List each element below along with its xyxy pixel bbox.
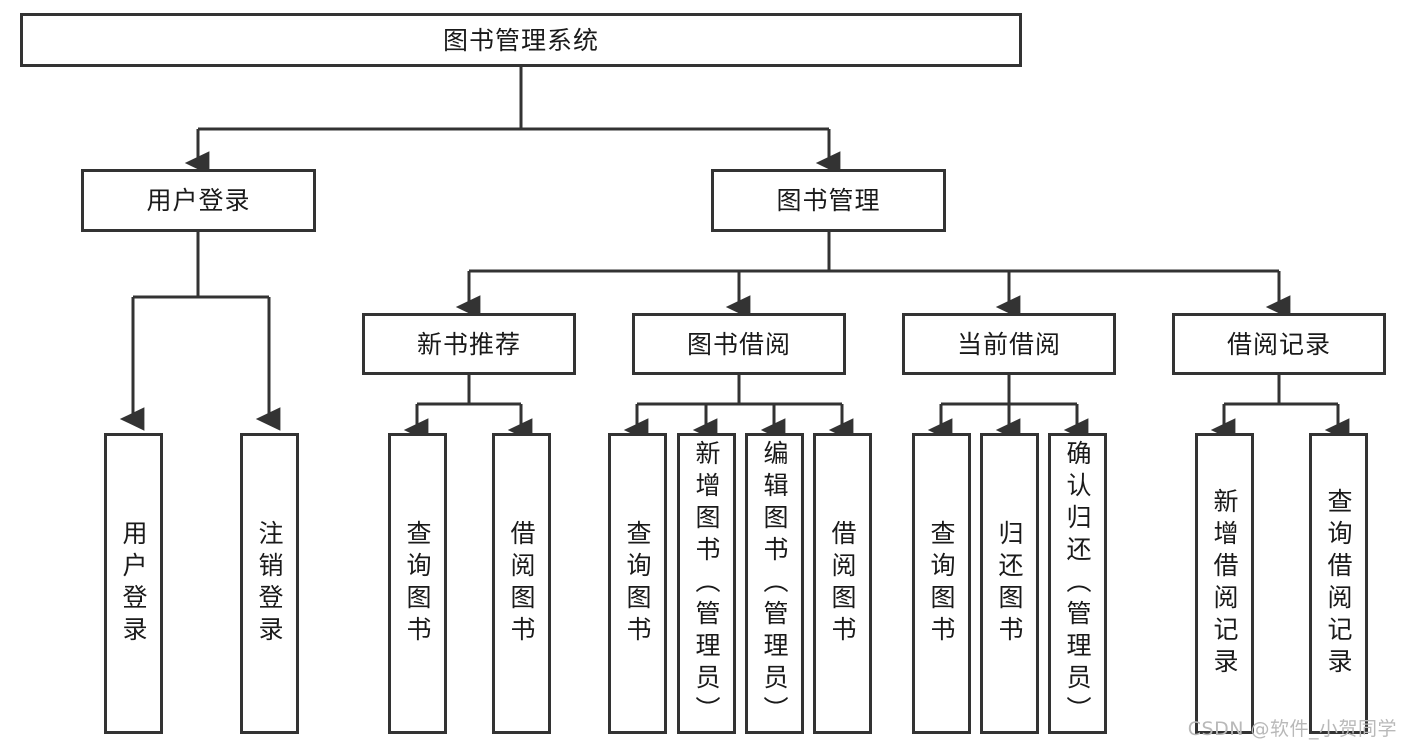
node-user-login[interactable]: 用户登录 bbox=[81, 169, 316, 232]
node-leaf-confirm-return-label: 确认归还（管理员） bbox=[1063, 439, 1092, 728]
node-book-borrow[interactable]: 图书借阅 bbox=[632, 313, 846, 375]
node-leaf-edit-book-label: 编辑图书（管理员） bbox=[760, 439, 789, 728]
node-leaf-confirm-return[interactable]: 确认归还（管理员） bbox=[1048, 433, 1107, 734]
node-book-borrow-label: 图书借阅 bbox=[686, 329, 791, 359]
node-root[interactable]: 图书管理系统 bbox=[20, 13, 1022, 67]
node-leaf-user-login[interactable]: 用户登录 bbox=[104, 433, 163, 734]
node-leaf-query-record-label: 查询借阅记录 bbox=[1324, 487, 1353, 680]
node-leaf-return-book-label: 归还图书 bbox=[995, 519, 1024, 648]
node-leaf-borrow-book-2[interactable]: 借阅图书 bbox=[813, 433, 872, 734]
node-leaf-user-logout-label: 注销登录 bbox=[255, 519, 284, 648]
node-book-manage[interactable]: 图书管理 bbox=[711, 169, 946, 232]
node-current-borrow-label: 当前借阅 bbox=[956, 329, 1061, 359]
node-leaf-query-book-1[interactable]: 查询图书 bbox=[388, 433, 447, 734]
node-new-book-rec[interactable]: 新书推荐 bbox=[362, 313, 576, 375]
node-borrow-record-label: 借阅记录 bbox=[1226, 329, 1331, 359]
node-leaf-user-login-label: 用户登录 bbox=[119, 519, 148, 648]
node-leaf-query-book-2[interactable]: 查询图书 bbox=[608, 433, 667, 734]
node-book-manage-label: 图书管理 bbox=[776, 186, 881, 215]
node-leaf-add-book-label: 新增图书（管理员） bbox=[692, 439, 721, 728]
node-borrow-record[interactable]: 借阅记录 bbox=[1172, 313, 1386, 375]
csdn-watermark: CSDN @软件_小贺同学 bbox=[1187, 718, 1397, 740]
node-leaf-return-book[interactable]: 归还图书 bbox=[980, 433, 1039, 734]
node-root-label: 图书管理系统 bbox=[442, 25, 599, 55]
node-user-login-label: 用户登录 bbox=[146, 186, 251, 215]
node-leaf-add-record[interactable]: 新增借阅记录 bbox=[1195, 433, 1254, 734]
node-current-borrow[interactable]: 当前借阅 bbox=[902, 313, 1116, 375]
node-leaf-borrow-book-1[interactable]: 借阅图书 bbox=[492, 433, 551, 734]
node-leaf-add-book[interactable]: 新增图书（管理员） bbox=[677, 433, 736, 734]
node-leaf-add-record-label: 新增借阅记录 bbox=[1210, 487, 1239, 680]
node-new-book-rec-label: 新书推荐 bbox=[416, 329, 521, 359]
node-leaf-borrow-book-2-label: 借阅图书 bbox=[828, 519, 857, 648]
node-leaf-query-book-2-label: 查询图书 bbox=[623, 519, 652, 648]
node-leaf-query-record[interactable]: 查询借阅记录 bbox=[1309, 433, 1368, 734]
node-leaf-query-book-1-label: 查询图书 bbox=[403, 519, 432, 648]
node-leaf-user-logout[interactable]: 注销登录 bbox=[240, 433, 299, 734]
node-leaf-query-book-3[interactable]: 查询图书 bbox=[912, 433, 971, 734]
node-leaf-edit-book[interactable]: 编辑图书（管理员） bbox=[745, 433, 804, 734]
node-leaf-query-book-3-label: 查询图书 bbox=[927, 519, 956, 648]
node-leaf-borrow-book-1-label: 借阅图书 bbox=[507, 519, 536, 648]
